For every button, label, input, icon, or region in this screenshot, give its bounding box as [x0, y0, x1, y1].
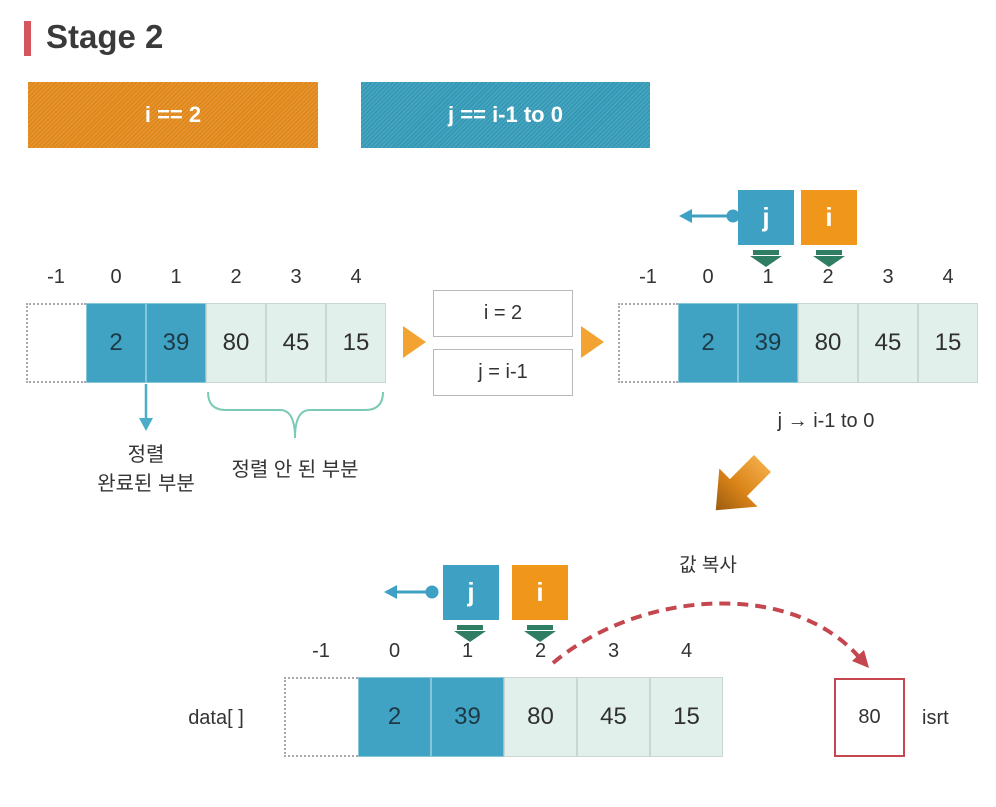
index-label: -1 [639, 266, 657, 288]
array-cell: 15 [326, 303, 386, 383]
index-label: 1 [461, 640, 474, 662]
index-label: 1 [170, 266, 182, 288]
i-pointer: i [801, 190, 857, 245]
isrt-value: 80 [858, 706, 881, 728]
j-range-banner: j == i-1 to 0 [361, 82, 650, 148]
left-index-row: -1 0 1 2 3 4 [26, 264, 386, 290]
index-label: -1 [312, 640, 330, 662]
step-arrow-icon [403, 326, 426, 358]
data-array-label: data[ ] [188, 707, 244, 729]
unsorted-part-label: 정렬 안 된 부분 [231, 459, 359, 481]
unsorted-brace [207, 391, 384, 439]
right-index-row: -1 0 1 2 3 4 [618, 264, 978, 290]
bottom-index-row: -1 0 1 2 3 4 [284, 638, 723, 664]
index-label: 2 [534, 640, 547, 662]
i-assignment-text: i = 2 [483, 302, 523, 324]
empty-slot [618, 303, 678, 383]
isrt-label: isrt [922, 707, 949, 729]
array-cell: 80 [206, 303, 266, 383]
sorted-part-label: 정렬 완료된 부분 [86, 441, 206, 499]
index-label: 4 [942, 266, 954, 288]
array-cell: 15 [918, 303, 978, 383]
index-label: 3 [882, 266, 894, 288]
left-array: 2 39 80 45 15 [26, 303, 386, 383]
array-cell: 45 [577, 677, 650, 757]
index-label: 0 [388, 640, 401, 662]
i-assignment-box: i = 2 [433, 290, 573, 337]
j-move-left-arrow [384, 585, 439, 599]
index-label: 4 [350, 266, 362, 288]
array-cell: 2 [358, 677, 431, 757]
i-value-banner: i == 2 [28, 82, 318, 148]
index-label: 0 [702, 266, 714, 288]
sorted-label-line: 정렬 [127, 444, 165, 466]
j-range-caption: j → i-1 to 0 [777, 410, 875, 432]
step-arrow-icon [581, 326, 604, 358]
array-cell: 45 [266, 303, 326, 383]
copy-value-label: 값 복사 [679, 555, 737, 576]
array-cell: 45 [858, 303, 918, 383]
i-pointer: i [512, 565, 568, 620]
j-assignment-text: j = i-1 [478, 361, 528, 383]
array-cell: 2 [678, 303, 738, 383]
page-title: Stage 2 [46, 18, 164, 55]
j-banner-text: j == i-1 to 0 [448, 102, 563, 127]
index-label: 4 [680, 640, 693, 662]
index-label: 3 [607, 640, 620, 662]
sorted-label-line: 완료된 부분 [97, 473, 195, 495]
i-banner-text: i == 2 [144, 102, 202, 127]
array-cell: 39 [738, 303, 798, 383]
index-label: 3 [290, 266, 302, 288]
isrt-box: 80 [834, 678, 905, 757]
bottom-array: 2 39 80 45 15 [284, 677, 723, 757]
j-assignment-box: j = i-1 [433, 349, 573, 396]
index-label: 1 [762, 266, 774, 288]
sorted-down-arrow [139, 384, 153, 431]
next-step-arrow-icon [715, 455, 771, 511]
index-label: -1 [47, 266, 65, 288]
array-cell: 39 [431, 677, 504, 757]
array-cell: 39 [146, 303, 206, 383]
empty-slot [284, 677, 358, 757]
array-cell: 15 [650, 677, 723, 757]
array-cell: 80 [798, 303, 858, 383]
empty-slot [26, 303, 86, 383]
index-label: 2 [822, 266, 834, 288]
array-cell: 80 [504, 677, 577, 757]
title-accent-bar [24, 21, 31, 56]
index-label: 2 [230, 266, 242, 288]
index-label: 0 [110, 266, 122, 288]
j-move-left-arrow [679, 209, 740, 223]
array-cell: 2 [86, 303, 146, 383]
j-pointer: j [443, 565, 499, 620]
right-array: 2 39 80 45 15 [618, 303, 978, 383]
j-pointer: j [738, 190, 794, 245]
